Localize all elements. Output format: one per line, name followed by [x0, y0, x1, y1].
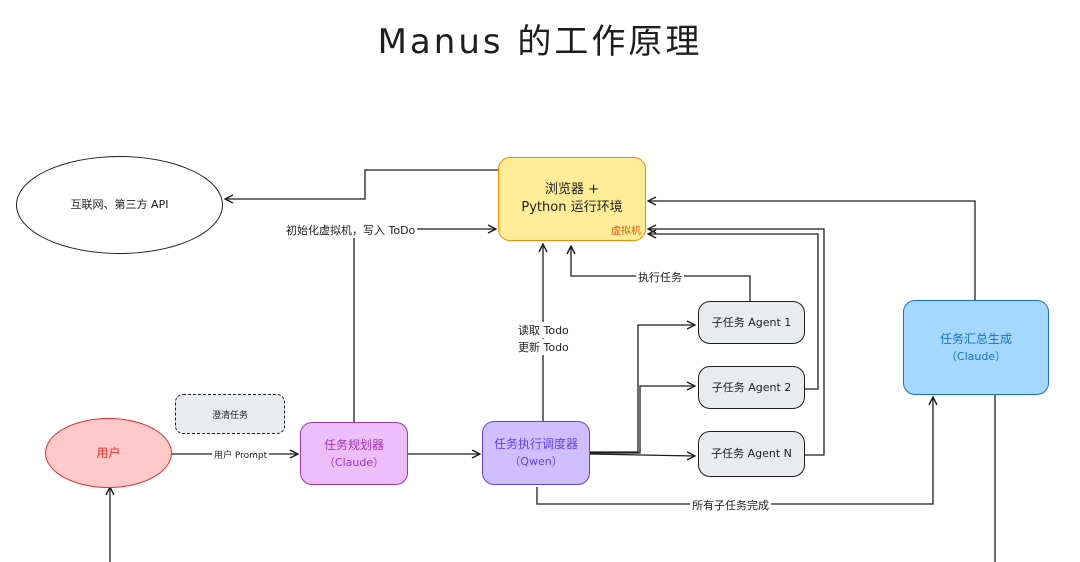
agent-1-label: 子任务 Agent 1: [711, 315, 792, 329]
edge-label-prompt: 用户 Prompt: [212, 448, 270, 461]
clarify-label: 澄清任务: [211, 410, 248, 421]
edge-summary-sandbox: [648, 201, 976, 300]
sandbox-label-line1: 浏览器 +: [544, 182, 600, 197]
summary-label-line2: （Claude）: [945, 349, 1007, 363]
sandbox-node: 浏览器 + Python 运行环境 虚拟机: [498, 157, 646, 241]
clarify-node: 澄清任务: [175, 394, 285, 434]
planner-label-line2: （Claude）: [323, 455, 385, 469]
sandbox-label-line2: Python 运行环境: [521, 200, 623, 215]
edge-executor-agent1: [590, 325, 695, 453]
agent-1-node: 子任务 Agent 1: [698, 301, 805, 344]
sandbox-tag: 虚拟机: [611, 226, 641, 237]
edge-label-done: 所有子任务完成: [690, 497, 771, 513]
edge-sandbox-internet: [225, 169, 498, 199]
internet-node: 互联网、第三方 API: [16, 156, 223, 254]
edge-agentN-sandbox: [648, 229, 825, 456]
edge-executor-agentN: [589, 454, 695, 456]
edge-label-init: 初始化虚拟机，写入 ToDo: [284, 222, 418, 238]
summary-node: 任务汇总生成 （Claude）: [903, 300, 1049, 395]
diagram-title: Manus 的工作原理: [377, 22, 703, 62]
edge-planner-sandbox: [353, 229, 496, 422]
agent-n-label: 子任务 Agent N: [711, 447, 792, 460]
agent-2-label: 子任务 Agent 2: [711, 380, 792, 394]
agent-2-node: 子任务 Agent 2: [698, 366, 805, 409]
user-label: 用户: [96, 446, 121, 460]
internet-label: 互联网、第三方 API: [70, 198, 169, 211]
edge-agent2-sandbox: [648, 234, 819, 390]
executor-node: 任务执行调度器 （Qwen）: [482, 421, 590, 485]
edge-label-exec: 执行任务: [636, 269, 684, 285]
executor-label-line2: （Qwen）: [509, 455, 563, 468]
edge-label-read: 读取 Todo: [516, 322, 571, 338]
executor-label-line1: 任务执行调度器: [493, 437, 578, 451]
planner-node: 任务规划器 （Claude）: [300, 422, 408, 485]
planner-label-line1: 任务规划器: [323, 437, 384, 452]
user-node: 用户: [45, 418, 172, 488]
edge-executor-agent2: [590, 386, 695, 454]
summary-label-line1: 任务汇总生成: [939, 331, 1012, 346]
agent-n-node: 子任务 Agent N: [698, 431, 805, 477]
edge-label-update: 更新 Todo: [516, 339, 571, 355]
